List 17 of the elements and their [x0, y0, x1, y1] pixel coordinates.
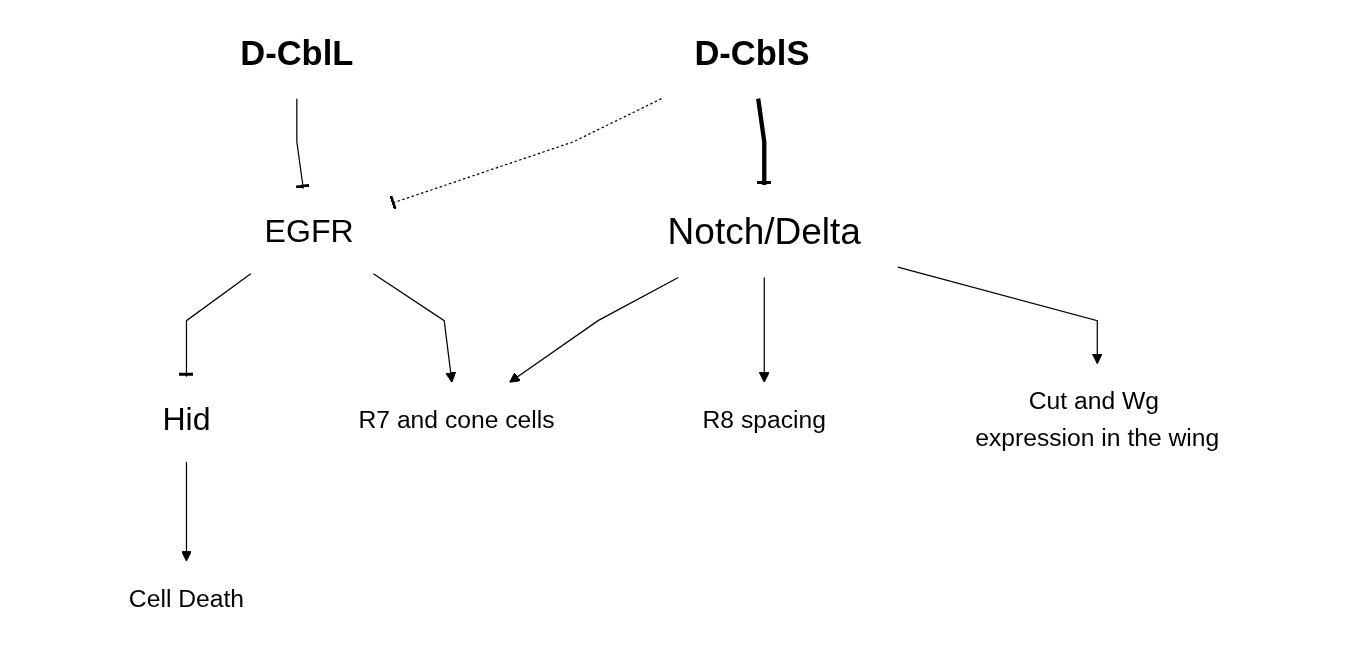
- connector: [388, 98, 662, 212]
- node-text: D-CblS: [694, 34, 810, 73]
- arrow: [180, 461, 192, 562]
- node-text: R7 and cone cells: [358, 405, 555, 433]
- arrow: [508, 276, 679, 383]
- arrow: [372, 273, 456, 383]
- arrow: [897, 266, 1103, 365]
- node-text: Notch/Delta: [667, 210, 861, 252]
- node-text: Cut and Wg expression in the wing: [975, 387, 1220, 452]
- arrow: [758, 276, 770, 383]
- node-text: R8 spacing: [702, 405, 826, 433]
- node-text: Hid: [162, 400, 211, 438]
- node-text: Cell Death: [128, 584, 244, 612]
- node-text: D-CblL: [240, 34, 354, 73]
- connector: [176, 273, 252, 378]
- connector: [754, 98, 774, 185]
- node-text: EGFR: [264, 212, 354, 250]
